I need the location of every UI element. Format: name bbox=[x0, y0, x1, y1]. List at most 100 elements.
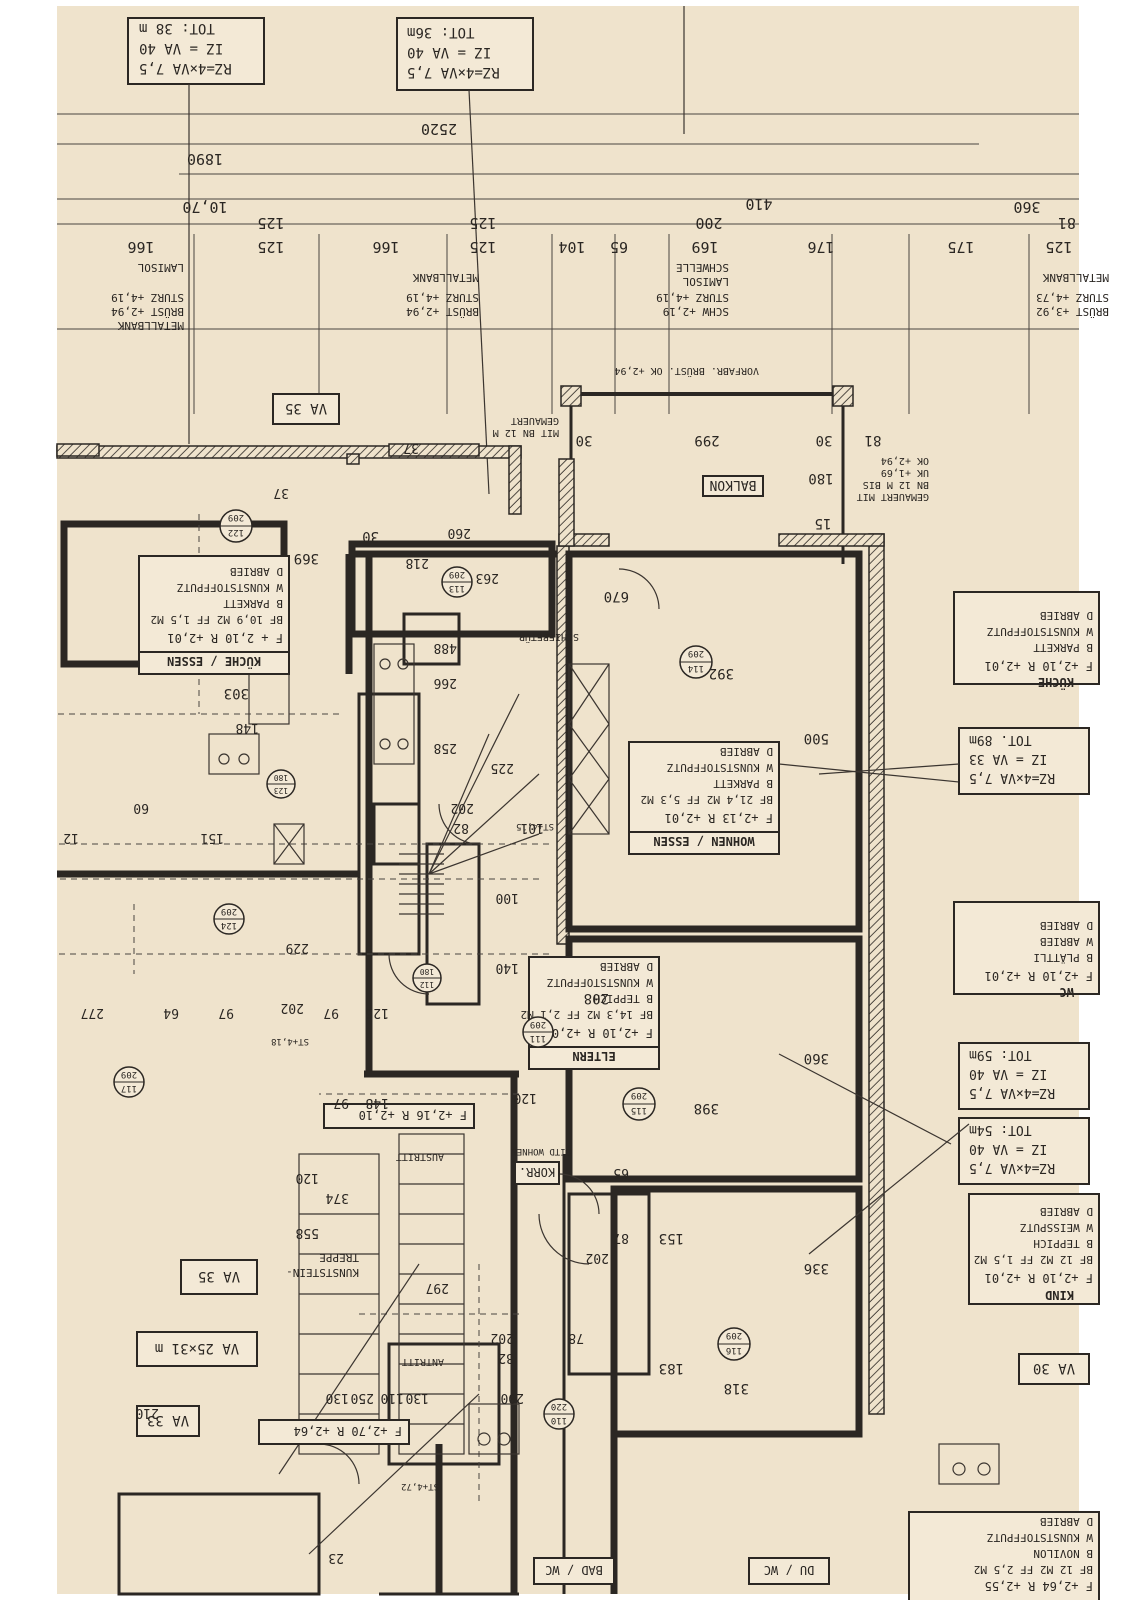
svg-text:W WEISSPUTZ: W WEISSPUTZ bbox=[1020, 1221, 1093, 1234]
svg-text:200: 200 bbox=[501, 1390, 524, 1405]
svg-text:209: 209 bbox=[688, 648, 704, 658]
svg-text:202: 202 bbox=[491, 1330, 514, 1345]
room-circle-122: 122 209 bbox=[219, 509, 253, 543]
svg-text:F +2,10 R +2,01: F +2,10 R +2,01 bbox=[985, 659, 1093, 673]
svg-text:126: 126 bbox=[366, 1005, 389, 1020]
svg-text:W KUNSTSTOFFPUTZ: W KUNSTSTOFFPUTZ bbox=[547, 976, 653, 989]
svg-text:488: 488 bbox=[434, 640, 457, 655]
stair-material-label: TREPPE bbox=[319, 1251, 359, 1264]
svg-text:VA 25×31 m: VA 25×31 m bbox=[155, 1340, 239, 1356]
svg-text:125: 125 bbox=[1045, 238, 1072, 256]
svg-text:TOT: 54m: TOT: 54m bbox=[969, 1122, 1032, 1137]
svg-text:BRÜST +2,94: BRÜST +2,94 bbox=[406, 305, 479, 318]
svg-text:220: 220 bbox=[551, 1401, 567, 1411]
svg-text:392: 392 bbox=[709, 665, 734, 681]
svg-text:BF 10,9 M2 FF 1,5 M2: BF 10,9 M2 FF 1,5 M2 bbox=[151, 613, 283, 626]
stair-level-box: F +2,16 R +2,10 bbox=[323, 1103, 475, 1129]
svg-text:STURZ +4,19: STURZ +4,19 bbox=[656, 291, 729, 304]
svg-text:225: 225 bbox=[491, 760, 514, 775]
svg-text:229: 229 bbox=[286, 940, 309, 955]
stair-start-label: ANTRITT bbox=[402, 1356, 444, 1367]
room-circle-115: 115 209 bbox=[622, 1087, 656, 1121]
room-table-kind: F +2,10 R +2,01 BF 12 M2 FF 1,5 M2 B TEP… bbox=[968, 1193, 1100, 1305]
svg-text:VA 35: VA 35 bbox=[285, 400, 327, 416]
svg-text:RZ=4×VA 7,5: RZ=4×VA 7,5 bbox=[407, 64, 500, 80]
svg-text:110: 110 bbox=[551, 1415, 567, 1425]
svg-text:277: 277 bbox=[81, 1005, 104, 1020]
svg-text:100: 100 bbox=[496, 890, 519, 905]
svg-text:180: 180 bbox=[274, 773, 289, 782]
svg-text:STURZ +4,19: STURZ +4,19 bbox=[111, 291, 184, 304]
svg-text:398: 398 bbox=[694, 1100, 719, 1116]
dimension-ticks bbox=[193, 234, 1030, 414]
svg-text:183: 183 bbox=[659, 1360, 684, 1376]
svg-text:176: 176 bbox=[807, 238, 834, 256]
svg-text:DU / WC: DU / WC bbox=[764, 1563, 815, 1577]
room-circle-114: 114 209 bbox=[679, 645, 713, 679]
svg-text:111: 111 bbox=[530, 1033, 546, 1043]
va-label: VA 35 bbox=[272, 393, 340, 425]
svg-text:BN 12 M BIS: BN 12 M BIS bbox=[863, 479, 929, 490]
svg-text:148: 148 bbox=[366, 1095, 389, 1110]
interior-walls bbox=[57, 520, 863, 1594]
svg-text:W KUNSTSTOFFPUTZ: W KUNSTSTOFFPUTZ bbox=[987, 625, 1093, 638]
svg-text:263: 263 bbox=[476, 570, 499, 585]
sliding-door-label: SCHIEBETÜR bbox=[518, 631, 579, 644]
svg-text:360: 360 bbox=[804, 1050, 829, 1066]
svg-text:STURZ +4,73: STURZ +4,73 bbox=[1036, 291, 1109, 304]
balcony: BALKON VORFABR. BRÜST. OK +2,94 GEMAUERT… bbox=[493, 365, 929, 564]
svg-text:120: 120 bbox=[296, 1170, 319, 1185]
bad-wc-label: BAD / WC bbox=[533, 1557, 615, 1585]
svg-text:2520: 2520 bbox=[421, 120, 457, 138]
plan-sheet: RZ=4×VA 7,5 IZ = VA 40 TOT: 38 m RZ=4×VA… bbox=[56, 6, 1109, 1600]
svg-text:BITD WOHNEN: BITD WOHNEN bbox=[511, 1146, 571, 1156]
room-circle-123: 123 180 bbox=[266, 769, 296, 799]
va-label: VA 33 bbox=[136, 1405, 200, 1437]
svg-text:37: 37 bbox=[273, 485, 289, 500]
svg-text:UK +1,69: UK +1,69 bbox=[881, 467, 929, 478]
cupboard bbox=[273, 663, 610, 865]
svg-text:D ABRIEB: D ABRIEB bbox=[1040, 919, 1093, 932]
svg-text:410: 410 bbox=[745, 195, 772, 213]
svg-text:D ABRIEB: D ABRIEB bbox=[600, 960, 653, 973]
svg-text:VA 30: VA 30 bbox=[1033, 1360, 1075, 1376]
svg-text:101: 101 bbox=[521, 820, 544, 835]
svg-text:97: 97 bbox=[218, 1005, 234, 1020]
svg-text:SCHW +2,19: SCHW +2,19 bbox=[663, 305, 729, 318]
svg-text:TOT: 38 m: TOT: 38 m bbox=[139, 20, 215, 36]
svg-text:122: 122 bbox=[228, 527, 244, 537]
svg-text:30: 30 bbox=[362, 528, 379, 544]
svg-text:TOT. 89m: TOT. 89m bbox=[969, 732, 1032, 747]
svg-text:GEMAUERT: GEMAUERT bbox=[511, 415, 559, 426]
svg-text:W KUNSTSTOFFPUTZ: W KUNSTSTOFFPUTZ bbox=[177, 581, 283, 594]
svg-text:130: 130 bbox=[326, 1390, 349, 1405]
svg-text:125: 125 bbox=[469, 238, 496, 256]
window-note: STURZ +4,19 BRÜST +2,94 METALLBANK bbox=[406, 271, 479, 318]
svg-text:209: 209 bbox=[228, 512, 244, 522]
svg-text:202: 202 bbox=[451, 800, 474, 815]
svg-text:B PLÄTTLI: B PLÄTTLI bbox=[1033, 951, 1093, 964]
svg-text:60: 60 bbox=[133, 800, 149, 815]
room-table-wohnen-essen: WOHNEN / ESSEN F +2,13 R +2,01 BF 21,4 M… bbox=[628, 741, 780, 855]
va-label: VA 30 bbox=[1018, 1353, 1090, 1385]
svg-text:112: 112 bbox=[420, 980, 435, 989]
svg-text:IZ = VA 40: IZ = VA 40 bbox=[969, 1141, 1047, 1156]
svg-text:202: 202 bbox=[281, 1000, 304, 1015]
svg-text:F +2,10 R +2,01: F +2,10 R +2,01 bbox=[985, 969, 1093, 983]
corridor-label: KORR. BITD WOHNEN bbox=[511, 1146, 571, 1185]
svg-text:WC: WC bbox=[1060, 985, 1074, 999]
svg-text:W ABRIEB: W ABRIEB bbox=[1040, 935, 1093, 948]
svg-text:RZ=4×VA 7,5: RZ=4×VA 7,5 bbox=[139, 60, 232, 76]
svg-text:209: 209 bbox=[530, 1019, 546, 1029]
svg-text:W KUNSTSTOFFPUTZ: W KUNSTSTOFFPUTZ bbox=[987, 1531, 1093, 1544]
svg-text:114: 114 bbox=[688, 663, 704, 673]
svg-text:125: 125 bbox=[469, 214, 496, 232]
slab-level: ST+4,18 bbox=[271, 1036, 309, 1046]
svg-text:F +2,13 R +2,01: F +2,13 R +2,01 bbox=[665, 811, 773, 825]
svg-text:BRÜST +2,94: BRÜST +2,94 bbox=[111, 305, 184, 318]
svg-text:153: 153 bbox=[659, 1230, 684, 1246]
room-table-bad-wc: F +2,64 R +2,55 BF 12 M2 FF 2,5 M2 B NOV… bbox=[908, 1511, 1100, 1600]
svg-text:115: 115 bbox=[631, 1105, 647, 1115]
svg-text:209: 209 bbox=[121, 1069, 137, 1079]
svg-text:318: 318 bbox=[724, 1380, 749, 1396]
